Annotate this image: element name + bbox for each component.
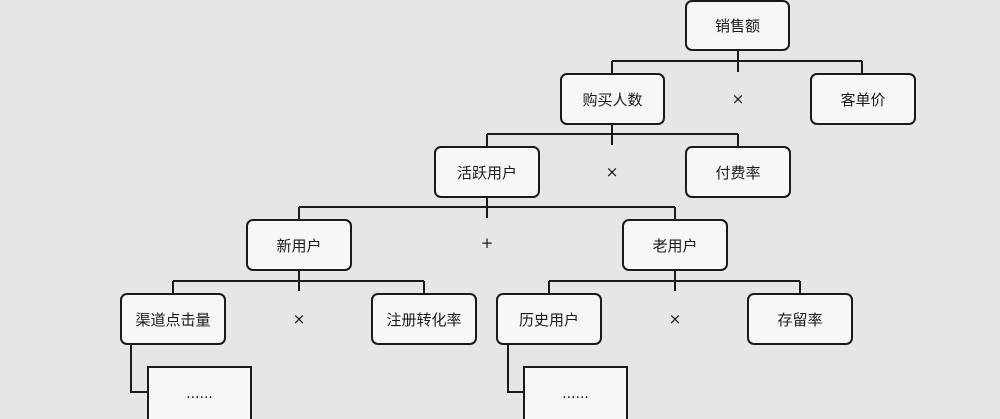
node-pay-rate: 付费率 <box>685 146 791 198</box>
node-new-users: 新用户 <box>246 219 352 271</box>
node-more-left: ...... <box>147 366 252 419</box>
node-history-users: 历史用户 <box>496 293 602 345</box>
node-channel-clicks: 渠道点击量 <box>120 293 226 345</box>
node-reg-conversion: 注册转化率 <box>371 293 477 345</box>
node-sales: 销售额 <box>685 0 790 51</box>
node-retention-rate: 存留率 <box>747 293 853 345</box>
operator-plus: + <box>480 234 494 252</box>
node-more-right: ...... <box>523 366 628 419</box>
connector-elbow-left <box>130 344 149 393</box>
node-active-users: 活跃用户 <box>434 146 540 198</box>
operator-multiply: × <box>668 310 682 328</box>
operator-multiply: × <box>292 310 306 328</box>
node-avg-price: 客单价 <box>810 73 916 125</box>
operator-multiply: × <box>731 90 745 108</box>
node-old-users: 老用户 <box>622 219 728 271</box>
node-buyers: 购买人数 <box>560 73 665 125</box>
connector-elbow-right <box>507 344 525 393</box>
operator-multiply: × <box>605 163 619 181</box>
